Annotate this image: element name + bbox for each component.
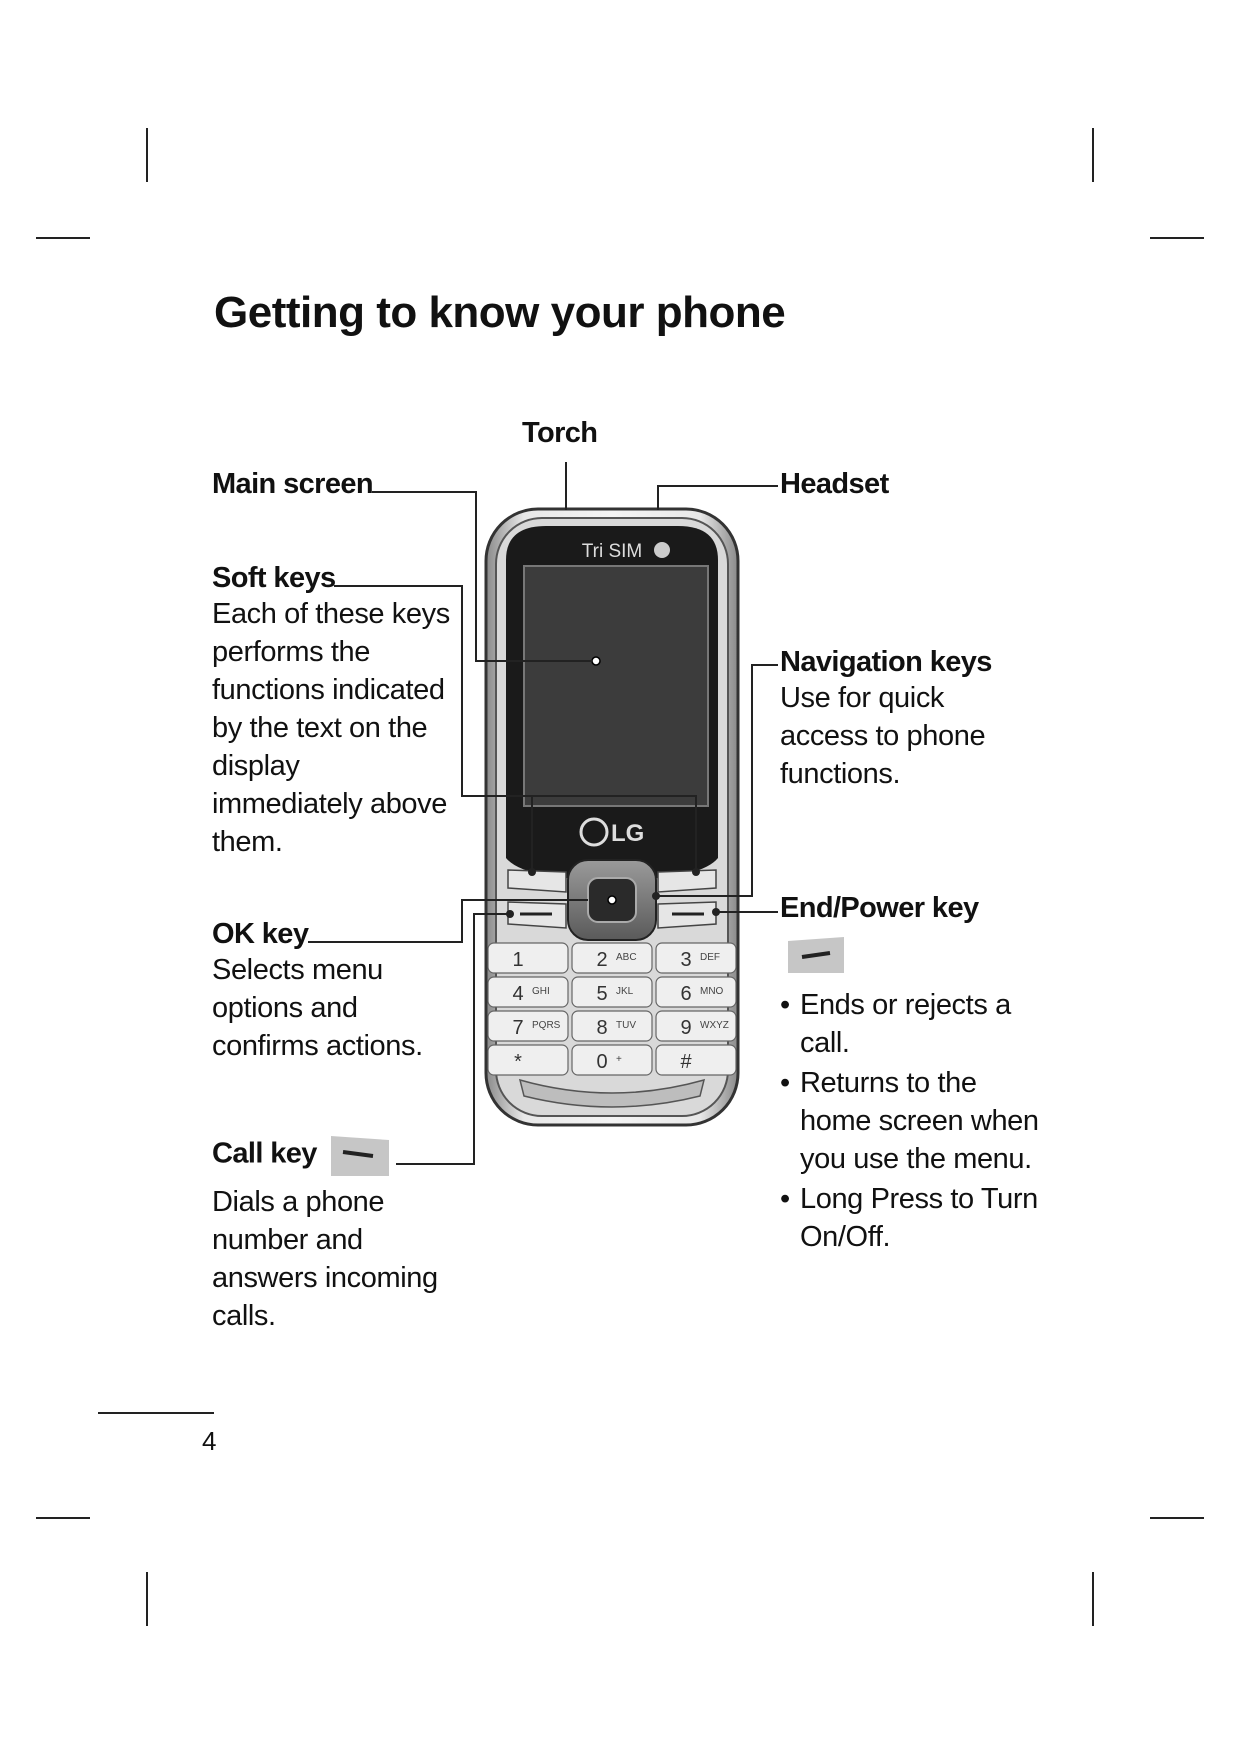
ok-key-description: Selects menu options and confirms action… xyxy=(212,954,423,1062)
call-key-icon xyxy=(329,1134,391,1183)
crop-mark xyxy=(1150,237,1204,239)
list-item: Returns to the home screen when you use … xyxy=(780,1064,1040,1178)
main-screen-label: Main screen xyxy=(212,468,374,500)
keypad-digit: 0 xyxy=(596,1051,607,1073)
crop-mark xyxy=(1092,128,1094,182)
end-key-icon xyxy=(786,935,1040,980)
call-key-title: Call key xyxy=(212,1137,317,1170)
soft-keys-description: Each of these keys performs the function… xyxy=(212,598,450,858)
ok-key-callout: OK key Selects menu options and confirms… xyxy=(212,918,432,1065)
logo-label: LG xyxy=(611,820,644,847)
crop-mark xyxy=(146,1572,148,1626)
torch-label: Torch xyxy=(522,417,598,449)
keypad-key: 1 xyxy=(487,942,569,974)
keypad-digit: 4 xyxy=(512,983,523,1005)
keypad-letters: ABC xyxy=(616,952,637,963)
keypad-key: 2 ABC xyxy=(571,942,653,974)
keypad-key: 8 TUV xyxy=(571,1010,653,1042)
call-key-callout: Call key Dials a phone number and answer… xyxy=(212,1134,442,1335)
keypad-key: 9 WXYZ xyxy=(655,1010,737,1042)
list-item: Ends or rejects a call. xyxy=(780,986,1040,1062)
keypad-digit: 9 xyxy=(680,1017,691,1039)
keypad-key: 0+ xyxy=(571,1044,653,1076)
keypad-key: 7 PQRS xyxy=(487,1010,569,1042)
keypad-digit: 7 xyxy=(512,1017,523,1039)
page-title: Getting to know your phone xyxy=(214,288,786,337)
page-number: 4 xyxy=(202,1426,217,1456)
lg-logo-icon xyxy=(579,817,609,847)
end-power-key-title: End/Power key xyxy=(780,892,979,924)
keypad-digit: 1 xyxy=(512,949,523,971)
navigation-keys-description: Use for quick access to phone functions. xyxy=(780,682,986,790)
soft-keys-title: Soft keys xyxy=(212,562,336,594)
keypad-key: 3 DEF xyxy=(655,942,737,974)
ok-key-title: OK key xyxy=(212,918,309,950)
keypad-digit: 3 xyxy=(680,949,691,971)
crop-mark xyxy=(1092,1572,1094,1626)
keypad-letters: GHI xyxy=(532,986,550,997)
leader-lines xyxy=(308,462,778,1165)
call-key-description: Dials a phone number and answers incomin… xyxy=(212,1186,438,1332)
keypad-digit: 8 xyxy=(596,1017,607,1039)
keypad-key: 4 GHI xyxy=(487,976,569,1008)
keypad-digit: 5 xyxy=(596,983,607,1005)
keypad-letters: JKL xyxy=(616,986,634,997)
soft-keys-callout: Soft keys Each of these keys performs th… xyxy=(212,562,452,861)
end-power-key-callout: End/Power key Ends or rejects a call. Re… xyxy=(780,892,1040,1258)
navigation-keys-callout: Navigation keys Use for quick access to … xyxy=(780,646,1000,793)
sim-icon xyxy=(654,542,670,558)
headset-label: Headset xyxy=(780,468,889,500)
keypad-key: 6 MNO xyxy=(655,976,737,1008)
keypad-digit: 6 xyxy=(680,983,691,1005)
keypad-letters: WXYZ xyxy=(700,1020,729,1031)
keypad-digit: * xyxy=(514,1051,522,1073)
keypad-letters: DEF xyxy=(700,952,720,963)
footer-rule xyxy=(98,1412,214,1414)
keypad-letters: + xyxy=(616,1054,622,1065)
crop-mark xyxy=(36,1517,90,1519)
navigation-keys-title: Navigation keys xyxy=(780,646,992,678)
keypad-digit: # xyxy=(680,1051,692,1073)
crop-mark xyxy=(36,237,90,239)
keypad-letters: MNO xyxy=(700,986,724,997)
main-screen-display xyxy=(523,565,709,807)
keypad-letters: TUV xyxy=(616,1020,636,1031)
left-soft-key xyxy=(507,869,567,893)
keypad-key: 5 JKL xyxy=(571,976,653,1008)
keypad-key: # xyxy=(655,1044,737,1076)
crop-mark xyxy=(1150,1517,1204,1519)
keypad-letters: PQRS xyxy=(532,1020,561,1031)
brand-label: Tri SIM xyxy=(582,541,643,562)
crop-mark xyxy=(146,128,148,182)
right-soft-key xyxy=(657,869,717,893)
list-item: Long Press to Turn On/Off. xyxy=(780,1180,1040,1256)
keypad-digit: 2 xyxy=(596,949,607,971)
end-power-key-bullets: Ends or rejects a call. Returns to the h… xyxy=(780,986,1040,1256)
keypad-key: * xyxy=(487,1044,569,1076)
